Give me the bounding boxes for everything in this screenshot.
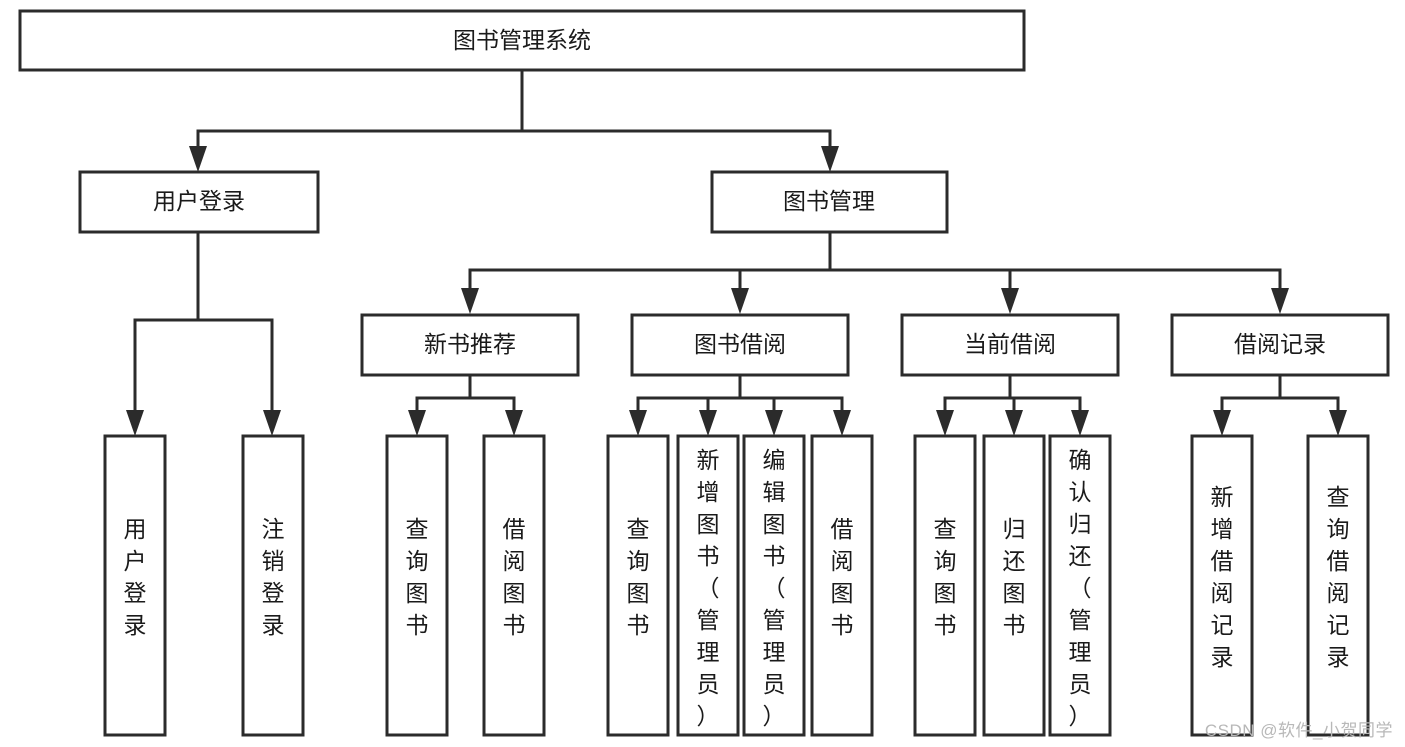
- node-book-borrow-box[interactable]: [630, 313, 850, 377]
- node-book-management[interactable]: 图书管理: [710, 170, 949, 234]
- arrow-book-to-new-icon: [461, 288, 479, 314]
- arrow-book-to-current-icon: [1001, 288, 1019, 314]
- leaf-logout[interactable]: [241, 434, 305, 737]
- edges-group: [126, 68, 1347, 436]
- node-new-book-recommend-label: 新书推荐: [424, 331, 516, 357]
- leaf-record-query[interactable]: [1306, 434, 1370, 737]
- leaf-current-return-book-box[interactable]: [982, 434, 1046, 737]
- node-borrow-record-box[interactable]: [1170, 313, 1390, 377]
- leaf-user-login-label: 用户登录: [124, 516, 147, 638]
- node-user-login[interactable]: 用户登录: [78, 170, 320, 234]
- node-user-login-box[interactable]: [78, 170, 320, 234]
- leaf-borrow-add-book-label: 新增图书（管理员）: [697, 447, 720, 729]
- leaf-current-return-book-label: 归还图书: [1003, 516, 1026, 638]
- leaf-borrow-query-book-label: 查询图书: [627, 516, 650, 638]
- leaf-borrow-edit-book-box[interactable]: [742, 434, 806, 737]
- node-new-book-recommend[interactable]: 新书推荐: [360, 313, 580, 377]
- node-current-borrow-label: 当前借阅: [964, 331, 1056, 357]
- leaf-current-confirm-return-box[interactable]: [1048, 434, 1112, 737]
- arrow-borrow-leaf2-icon: [699, 410, 717, 436]
- node-user-login-label: 用户登录: [153, 188, 245, 214]
- leaf-labels-group: 用户登录 注销登录 查询图书 借阅图书 查询图书 新增图书（管理员） 编辑图书（…: [124, 447, 1350, 729]
- leaf-current-confirm-return-label: 确认归还（管理员）: [1069, 447, 1092, 729]
- arrow-record-leaf1-icon: [1213, 410, 1231, 436]
- leaf-current-query-book-box[interactable]: [913, 434, 977, 737]
- node-book-management-label: 图书管理: [783, 188, 875, 214]
- leaf-borrow-borrow-book-label: 借阅图书: [831, 516, 854, 638]
- leaf-current-confirm-return[interactable]: [1048, 434, 1112, 737]
- leaf-borrow-borrow-book-box[interactable]: [810, 434, 874, 737]
- leaf-record-add[interactable]: [1190, 434, 1254, 737]
- leaf-user-login-box[interactable]: [103, 434, 167, 737]
- leaf-record-add-label: 新增借阅记录: [1211, 484, 1234, 670]
- node-current-borrow[interactable]: 当前借阅: [900, 313, 1120, 377]
- arrow-record-leaf2-icon: [1329, 410, 1347, 436]
- arrow-book-to-record-icon: [1271, 288, 1289, 314]
- node-book-management-box[interactable]: [710, 170, 949, 234]
- arrow-book-to-borrow-icon: [731, 288, 749, 314]
- leaf-record-query-box[interactable]: [1306, 434, 1370, 737]
- leaf-current-query-book[interactable]: [913, 434, 977, 737]
- leaf-borrow-add-book-box[interactable]: [676, 434, 740, 737]
- leaf-borrow-edit-book-label: 编辑图书（管理员）: [763, 447, 786, 729]
- leaf-borrow-query-book-box[interactable]: [606, 434, 670, 737]
- node-borrow-record-label: 借阅记录: [1234, 331, 1326, 357]
- leaf-borrow-borrow-book[interactable]: [810, 434, 874, 737]
- leaf-new-borrow-book[interactable]: [482, 434, 546, 737]
- leaf-new-borrow-book-box[interactable]: [482, 434, 546, 737]
- arrow-borrow-leaf3-icon: [765, 410, 783, 436]
- node-root-box[interactable]: [18, 9, 1026, 72]
- node-root[interactable]: 图书管理系统: [18, 9, 1026, 72]
- leaf-logout-label: 注销登录: [262, 516, 285, 638]
- node-current-borrow-box[interactable]: [900, 313, 1120, 377]
- leaf-current-query-book-label: 查询图书: [934, 516, 957, 638]
- leaf-record-add-box[interactable]: [1190, 434, 1254, 737]
- arrow-current-leaf1-icon: [936, 410, 954, 436]
- node-new-book-recommend-box[interactable]: [360, 313, 580, 377]
- arrow-new-leaf1-icon: [408, 410, 426, 436]
- arrow-user-leaf1-icon: [126, 410, 144, 436]
- leaf-borrow-edit-book[interactable]: [742, 434, 806, 737]
- leaf-new-query-book[interactable]: [385, 434, 449, 737]
- arrow-root-to-user-icon: [189, 146, 207, 172]
- leaf-current-return-book[interactable]: [982, 434, 1046, 737]
- leaf-logout-box[interactable]: [241, 434, 305, 737]
- arrow-new-leaf2-icon: [505, 410, 523, 436]
- leaf-borrow-query-book[interactable]: [606, 434, 670, 737]
- leaf-new-query-book-label: 查询图书: [406, 516, 429, 638]
- node-root-label: 图书管理系统: [453, 27, 591, 53]
- node-book-borrow-label: 图书借阅: [694, 331, 786, 357]
- arrow-current-leaf2-icon: [1005, 410, 1023, 436]
- leaf-record-query-label: 查询借阅记录: [1327, 484, 1350, 670]
- arrow-borrow-leaf4-icon: [833, 410, 851, 436]
- arrow-user-leaf2-icon: [263, 410, 281, 436]
- arrow-borrow-leaf1-icon: [629, 410, 647, 436]
- leaf-borrow-add-book[interactable]: [676, 434, 740, 737]
- arrow-root-to-book-icon: [821, 146, 839, 172]
- leaf-new-borrow-book-label: 借阅图书: [503, 516, 526, 638]
- leaf-user-login[interactable]: [103, 434, 167, 737]
- node-borrow-record[interactable]: 借阅记录: [1170, 313, 1390, 377]
- arrow-current-leaf3-icon: [1071, 410, 1089, 436]
- node-book-borrow[interactable]: 图书借阅: [630, 313, 850, 377]
- leaf-new-query-book-box[interactable]: [385, 434, 449, 737]
